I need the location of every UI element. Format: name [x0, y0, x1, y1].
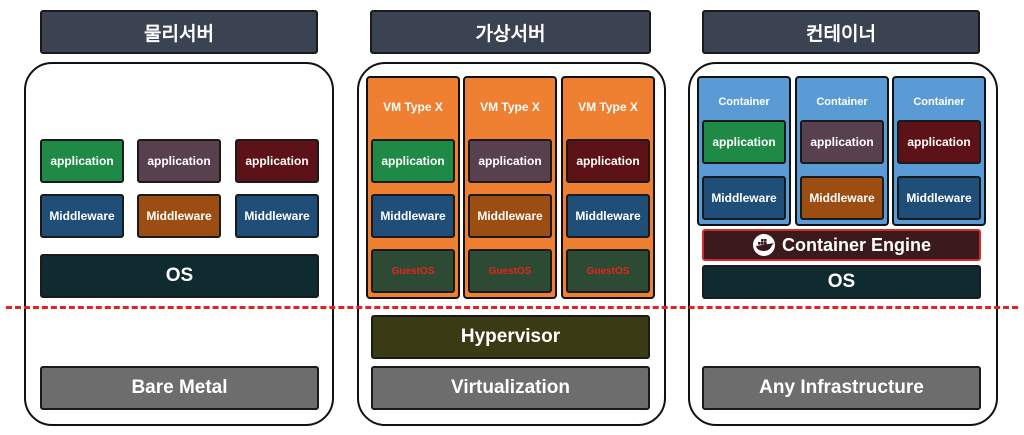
vm-app-3: application: [566, 139, 650, 183]
vm-guest-os-1: GuestOS: [371, 249, 455, 293]
vm-app-1: application: [371, 139, 455, 183]
vm-middleware-3: Middleware: [566, 194, 650, 238]
virtual-base-virtualization: Virtualization: [371, 366, 650, 410]
physical-base-bare-metal: Bare Metal: [40, 366, 319, 410]
container-app-1: application: [702, 120, 786, 164]
physical-middleware-3: Middleware: [235, 194, 319, 238]
physical-server-header: 물리서버: [40, 10, 318, 54]
container-label-2: Container: [816, 96, 868, 108]
physical-middleware-2: Middleware: [137, 194, 221, 238]
container-header: 컨테이너: [702, 10, 980, 54]
container-label-3: Container: [913, 96, 965, 108]
virtual-server-header: 가상서버: [370, 10, 651, 54]
vm-type-label-2: VM Type X: [480, 100, 540, 114]
physical-app-3: application: [235, 139, 319, 183]
container-engine-label: Container Engine: [781, 234, 931, 255]
vm-type-label-3: VM Type X: [578, 100, 638, 114]
container-app-3: application: [897, 120, 981, 164]
physical-app-1: application: [40, 139, 124, 183]
vm-middleware-1: Middleware: [371, 194, 455, 238]
physical-middleware-1: Middleware: [40, 194, 124, 238]
physical-os: OS: [40, 254, 319, 298]
container-middleware-2: Middleware: [800, 176, 884, 220]
vm-type-label-1: VM Type X: [383, 100, 443, 114]
physical-app-2: application: [137, 139, 221, 183]
physical-server-title: 물리서버: [144, 22, 214, 45]
container-os: OS: [702, 265, 981, 299]
container-middleware-3: Middleware: [897, 176, 981, 220]
docker-whale-icon: [752, 233, 776, 257]
container-app-2: application: [800, 120, 884, 164]
vm-guest-os-2: GuestOS: [468, 249, 552, 293]
container-title: 컨테이너: [806, 22, 876, 45]
container-engine-bar: Container Engine: [702, 229, 981, 261]
virtual-server-title: 가상서버: [475, 22, 546, 45]
vm-middleware-2: Middleware: [468, 194, 552, 238]
physical-server-panel: [24, 62, 334, 426]
container-base-any-infrastructure: Any Infrastructure: [702, 366, 981, 410]
vm-guest-os-3: GuestOS: [566, 249, 650, 293]
container-middleware-1: Middleware: [702, 176, 786, 220]
vm-app-2: application: [468, 139, 552, 183]
container-label-1: Container: [718, 96, 770, 108]
host-guest-divider: [6, 306, 1018, 309]
hypervisor-layer: Hypervisor: [371, 315, 650, 359]
